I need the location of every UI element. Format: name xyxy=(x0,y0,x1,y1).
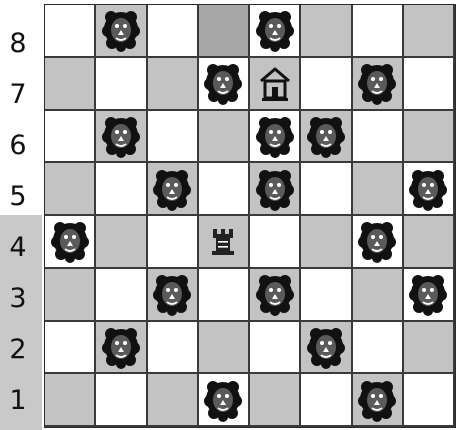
lion-icon[interactable] xyxy=(152,272,192,316)
square-d8[interactable] xyxy=(199,5,250,58)
rank-label-4: 4 xyxy=(0,234,36,261)
square-h3[interactable] xyxy=(404,269,455,322)
house-icon[interactable] xyxy=(255,61,295,105)
lion-icon[interactable] xyxy=(255,114,295,158)
square-d3[interactable] xyxy=(199,269,250,322)
rank-labels: 8 7 6 5 4 3 2 1 xyxy=(0,0,42,430)
square-g3[interactable] xyxy=(353,269,404,322)
rank-label-3: 3 xyxy=(0,285,36,312)
square-h7[interactable] xyxy=(404,58,455,111)
lion-icon[interactable] xyxy=(101,114,141,158)
rank-label-2: 2 xyxy=(0,336,36,363)
square-a6[interactable] xyxy=(45,111,96,164)
lion-icon[interactable] xyxy=(203,61,243,105)
lion-icon[interactable] xyxy=(357,61,397,105)
square-e6[interactable] xyxy=(250,111,301,164)
square-h2[interactable] xyxy=(404,322,455,375)
square-c5[interactable] xyxy=(148,163,199,216)
square-d4[interactable] xyxy=(199,216,250,269)
square-c8[interactable] xyxy=(148,5,199,58)
rank-label-5: 5 xyxy=(0,183,36,210)
square-a3[interactable] xyxy=(45,269,96,322)
square-a1[interactable] xyxy=(45,374,96,427)
lion-icon[interactable] xyxy=(357,378,397,422)
lion-icon[interactable] xyxy=(408,167,448,211)
square-a4[interactable] xyxy=(45,216,96,269)
square-f4[interactable] xyxy=(301,216,352,269)
square-b2[interactable] xyxy=(96,322,147,375)
lion-icon[interactable] xyxy=(306,325,346,369)
square-d6[interactable] xyxy=(199,111,250,164)
square-a2[interactable] xyxy=(45,322,96,375)
square-h8[interactable] xyxy=(404,5,455,58)
lion-icon[interactable] xyxy=(50,219,90,263)
square-b3[interactable] xyxy=(96,269,147,322)
lion-icon[interactable] xyxy=(306,114,346,158)
rook-icon[interactable] xyxy=(203,219,243,263)
lion-icon[interactable] xyxy=(408,272,448,316)
square-d2[interactable] xyxy=(199,322,250,375)
square-b1[interactable] xyxy=(96,374,147,427)
square-d7[interactable] xyxy=(199,58,250,111)
square-e1[interactable] xyxy=(250,374,301,427)
square-h5[interactable] xyxy=(404,163,455,216)
square-b4[interactable] xyxy=(96,216,147,269)
square-b5[interactable] xyxy=(96,163,147,216)
square-b6[interactable] xyxy=(96,111,147,164)
square-b7[interactable] xyxy=(96,58,147,111)
square-e8[interactable] xyxy=(250,5,301,58)
lion-icon[interactable] xyxy=(203,378,243,422)
square-g7[interactable] xyxy=(353,58,404,111)
square-a5[interactable] xyxy=(45,163,96,216)
square-e5[interactable] xyxy=(250,163,301,216)
rank-label-1: 1 xyxy=(0,387,36,414)
square-g5[interactable] xyxy=(353,163,404,216)
square-c3[interactable] xyxy=(148,269,199,322)
square-f3[interactable] xyxy=(301,269,352,322)
square-e2[interactable] xyxy=(250,322,301,375)
square-f6[interactable] xyxy=(301,111,352,164)
square-f2[interactable] xyxy=(301,322,352,375)
square-e4[interactable] xyxy=(250,216,301,269)
square-h1[interactable] xyxy=(404,374,455,427)
square-e3[interactable] xyxy=(250,269,301,322)
lion-icon[interactable] xyxy=(255,167,295,211)
square-c7[interactable] xyxy=(148,58,199,111)
square-g6[interactable] xyxy=(353,111,404,164)
square-g1[interactable] xyxy=(353,374,404,427)
lion-icon[interactable] xyxy=(255,8,295,52)
square-g8[interactable] xyxy=(353,5,404,58)
square-h6[interactable] xyxy=(404,111,455,164)
square-h4[interactable] xyxy=(404,216,455,269)
square-d5[interactable] xyxy=(199,163,250,216)
square-g4[interactable] xyxy=(353,216,404,269)
lion-icon[interactable] xyxy=(101,325,141,369)
square-c2[interactable] xyxy=(148,322,199,375)
square-c1[interactable] xyxy=(148,374,199,427)
game-board xyxy=(44,4,456,428)
rank-label-7: 7 xyxy=(0,81,36,108)
square-e7[interactable] xyxy=(250,58,301,111)
lion-icon[interactable] xyxy=(357,219,397,263)
lion-icon[interactable] xyxy=(101,8,141,52)
lion-icon[interactable] xyxy=(255,272,295,316)
lion-icon[interactable] xyxy=(152,167,192,211)
rank-label-6: 6 xyxy=(0,132,36,159)
square-f1[interactable] xyxy=(301,374,352,427)
rank-label-8: 8 xyxy=(0,30,36,57)
square-a7[interactable] xyxy=(45,58,96,111)
square-f5[interactable] xyxy=(301,163,352,216)
square-d1[interactable] xyxy=(199,374,250,427)
square-c6[interactable] xyxy=(148,111,199,164)
square-c4[interactable] xyxy=(148,216,199,269)
square-a8[interactable] xyxy=(45,5,96,58)
square-g2[interactable] xyxy=(353,322,404,375)
square-f8[interactable] xyxy=(301,5,352,58)
square-f7[interactable] xyxy=(301,58,352,111)
square-b8[interactable] xyxy=(96,5,147,58)
